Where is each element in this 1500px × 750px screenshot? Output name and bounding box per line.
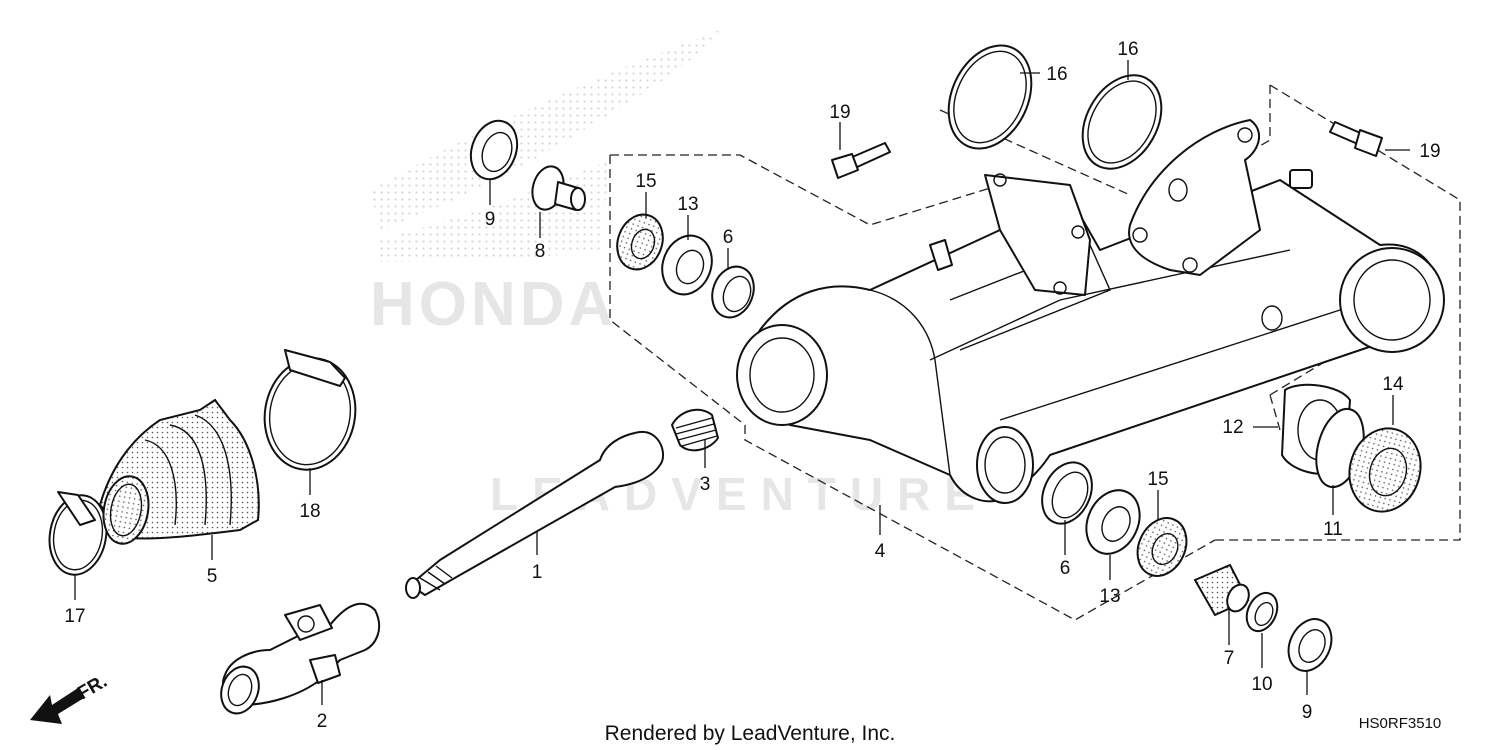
callout-7[interactable]: 7: [1224, 648, 1235, 669]
honda-wing-watermark: [370, 30, 720, 262]
callout-8[interactable]: 8: [535, 241, 546, 262]
callout-4[interactable]: 4: [875, 541, 886, 562]
rendered-by-footer: Rendered by LeadVenture, Inc.: [605, 722, 896, 745]
spring: [671, 408, 719, 452]
callout-3[interactable]: 3: [700, 474, 711, 495]
bearing-outer-upper: [616, 213, 664, 271]
spring-washer: [1245, 591, 1279, 633]
callout-10[interactable]: 10: [1251, 674, 1272, 695]
swingarm: [736, 119, 1445, 504]
callout-15-upper[interactable]: 15: [635, 171, 656, 192]
callout-16-right[interactable]: 16: [1117, 39, 1138, 60]
propeller-shaft: [405, 430, 665, 599]
boot-band-large: [263, 349, 357, 471]
bolt-right: [1329, 121, 1383, 157]
o-ring-left: [947, 44, 1033, 150]
lock-nut-upper: [469, 119, 519, 181]
bearing-outer-lower: [1136, 517, 1188, 577]
dust-seal-lower: [1041, 461, 1093, 525]
callout-18[interactable]: 18: [299, 501, 320, 522]
callout-5[interactable]: 5: [207, 566, 218, 587]
driveshaft-boot: [98, 398, 260, 545]
callout-17[interactable]: 17: [64, 606, 85, 627]
callout-13-lower[interactable]: 13: [1099, 586, 1120, 607]
honda-logo-watermark: HONDA: [370, 270, 617, 339]
leader-lines: [74, 60, 1410, 705]
lock-nut-lower: [1287, 618, 1333, 672]
callout-9-upper[interactable]: 9: [485, 209, 496, 230]
universal-joint: [220, 602, 381, 715]
callout-1[interactable]: 1: [532, 562, 543, 583]
callout-12[interactable]: 12: [1222, 417, 1243, 438]
assembly-line-left: [609, 154, 1216, 621]
assembly-line-seal: [1269, 309, 1411, 431]
small-boot: [1193, 563, 1250, 617]
boot-band-small: [48, 491, 108, 576]
callout-2[interactable]: 2: [317, 711, 328, 732]
bearing-inner-lower: [1085, 489, 1141, 555]
o-ring-right: [1081, 74, 1163, 170]
plug-bolt: [531, 165, 586, 211]
diagram-code: HS0RF3510: [1359, 715, 1442, 732]
callout-14[interactable]: 14: [1382, 374, 1404, 395]
callout-6-upper[interactable]: 6: [723, 227, 734, 248]
callout-16-left[interactable]: 16: [1046, 64, 1067, 85]
oil-seal: [1348, 427, 1422, 513]
callout-9-lower[interactable]: 9: [1302, 702, 1313, 723]
callout-13-upper[interactable]: 13: [677, 194, 698, 215]
front-direction-arrow: FR.: [30, 671, 111, 724]
callout-15-lower[interactable]: 15: [1147, 469, 1168, 490]
bolt-left: [831, 142, 891, 179]
callout-19-left[interactable]: 19: [829, 102, 850, 123]
callout-11[interactable]: 11: [1323, 519, 1343, 540]
callout-6-lower[interactable]: 6: [1060, 558, 1071, 579]
callout-19-right[interactable]: 19: [1419, 141, 1440, 162]
dust-seal-upper: [711, 265, 755, 319]
bearing-inner-upper: [661, 234, 713, 296]
